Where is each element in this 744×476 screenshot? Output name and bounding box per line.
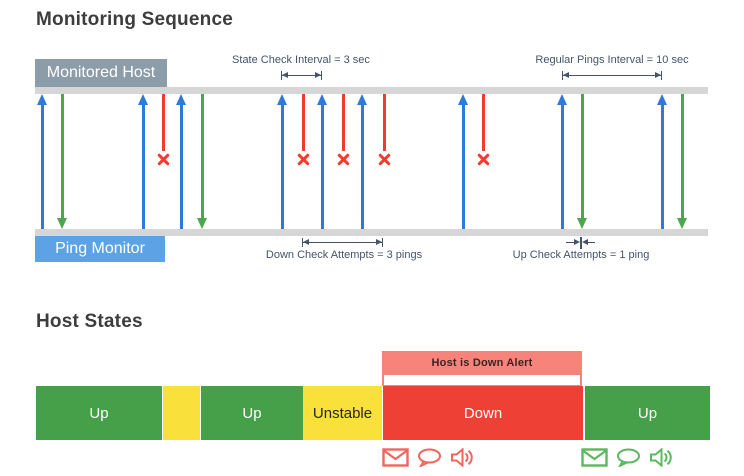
- ping-up-arrow: [458, 94, 468, 229]
- section-title-host-states: Host States: [36, 311, 143, 332]
- state-segment-up: Up: [36, 386, 162, 440]
- ping-up-arrow: [317, 94, 327, 229]
- ping-up-arrow: [557, 94, 567, 229]
- ping-up-arrow: [657, 94, 667, 229]
- email-icon: [382, 448, 409, 467]
- state-segment-up: Up: [585, 386, 710, 440]
- ping-up-arrow: [138, 94, 148, 229]
- regular-pings-interval-label: Regular Pings Interval = 10 sec: [535, 54, 689, 66]
- reply-down-arrow: [57, 94, 67, 229]
- state-segment-down: Down: [383, 386, 583, 440]
- ping-up-arrow: [37, 94, 47, 229]
- lost-reply-x-arrow: [336, 94, 350, 229]
- monitored-host-timeline: [35, 87, 708, 94]
- state-segment-up: Up: [201, 386, 303, 440]
- state-check-interval-label: State Check Interval = 3 sec: [232, 54, 370, 66]
- up-check-attempts-label: Up Check Attempts = 1 ping: [512, 249, 650, 261]
- lost-reply-x-arrow: [296, 94, 310, 229]
- state-segment-unstable: Unstable: [303, 386, 382, 440]
- monitored-host-label: Monitored Host: [35, 59, 167, 87]
- state-segment-warn: [163, 386, 200, 440]
- ping-monitor-timeline: [35, 229, 708, 236]
- ping-up-arrow: [277, 94, 287, 229]
- host-down-alert-banner: Host is Down Alert: [382, 351, 582, 386]
- ping-up-arrow: [176, 94, 186, 229]
- reply-down-arrow: [677, 94, 687, 229]
- lost-reply-x-arrow: [476, 94, 490, 229]
- alert-gap-strip: [384, 375, 580, 385]
- down-alert-icons: [382, 448, 473, 467]
- host-down-alert-label: Host is Down Alert: [431, 357, 533, 369]
- down-check-attempts-label: Down Check Attempts = 3 pings: [265, 249, 423, 261]
- reply-down-arrow: [577, 94, 587, 229]
- down-check-attempts-measure-icon: [302, 238, 383, 247]
- up-alert-icons: [581, 448, 672, 467]
- sound-icon: [450, 448, 473, 467]
- chat-icon: [616, 448, 641, 467]
- lost-reply-x-arrow: [156, 94, 170, 229]
- up-check-attempts-measure-icon: [566, 236, 595, 249]
- email-icon: [581, 448, 608, 467]
- reply-down-arrow: [197, 94, 207, 229]
- chat-icon: [417, 448, 442, 467]
- lost-reply-x-arrow: [377, 94, 391, 229]
- ping-up-arrow: [357, 94, 367, 229]
- page-title: Monitoring Sequence: [36, 9, 233, 30]
- regular-pings-interval-measure-icon: [562, 71, 662, 80]
- sound-icon: [649, 448, 672, 467]
- ping-monitor-label: Ping Monitor: [35, 236, 165, 262]
- state-check-interval-measure-icon: [281, 71, 322, 80]
